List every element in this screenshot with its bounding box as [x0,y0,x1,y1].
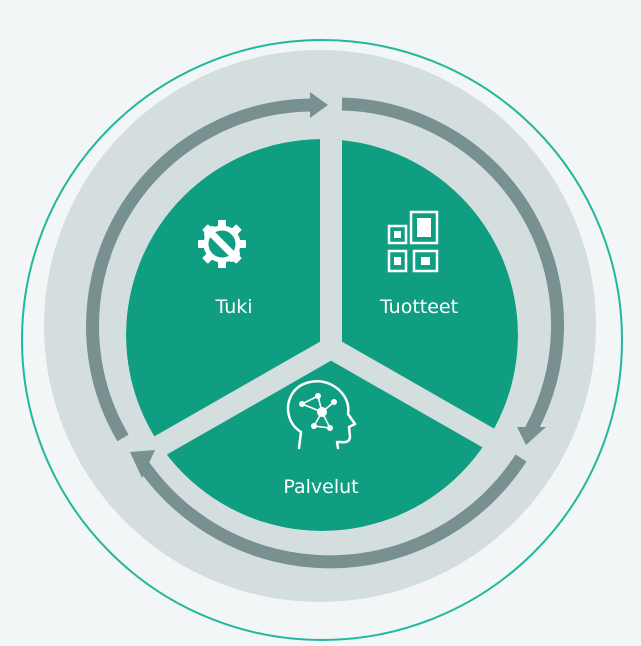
arrowhead-right [517,427,546,445]
qr-grid-icon [387,210,439,273]
arrowhead-bottom [130,450,155,478]
arrow-arc-bottom [138,454,527,569]
gear-wrench-icon [198,220,246,268]
segment-tuki[interactable]: Tuki [198,220,253,318]
arrow-arc-left [86,98,312,442]
ai-head-icon [286,380,357,450]
segment-label-tuotteet: Tuotteet [379,296,458,318]
arrow-arc-right [341,97,565,434]
cycle-arrows [86,92,565,569]
segment-tuotteet[interactable]: Tuotteet [379,210,458,318]
segment-label-tuki: Tuki [214,296,252,318]
segment-label-palvelut: Palvelut [283,476,358,498]
outer-ring [21,39,623,641]
divider-left [126,338,337,473]
segment-palvelut[interactable]: Palvelut [283,380,359,498]
arrowhead-left [310,92,328,118]
